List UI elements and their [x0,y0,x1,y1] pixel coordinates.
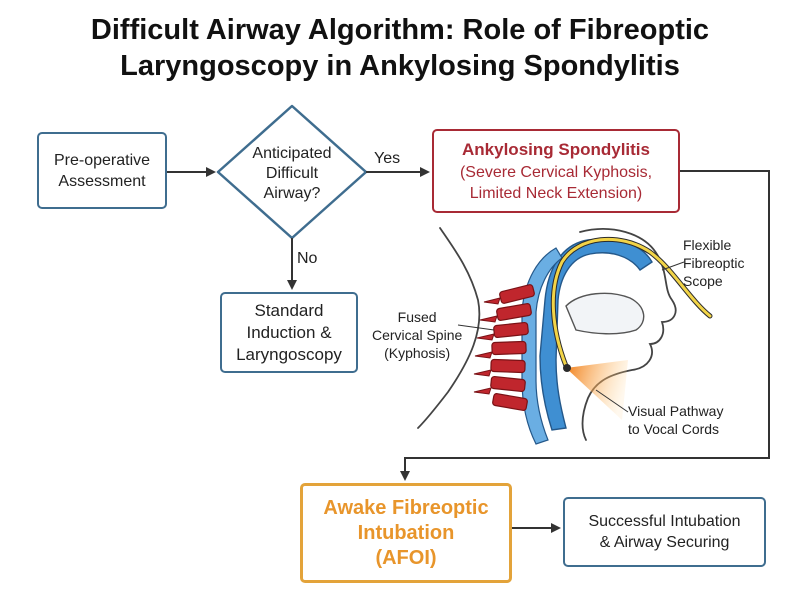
vertebra [492,393,528,411]
title-line-1: Difficult Airway Algorithm: Role of Fibr… [90,14,710,46]
scope-tip [563,364,571,372]
node-detail: (Severe Cervical Kyphosis, [459,163,653,181]
node-text: Awake Fibreoptic [323,496,489,519]
node-successful-intubation: Successful Intubation & Airway Securing [563,497,766,567]
spinous-process [474,351,493,359]
edge-label-no: No [297,250,318,267]
decision-text: Anticipated [252,145,332,162]
fibreoptic-scope-core [551,237,712,368]
node-awake-fibreoptic-intubation: Awake Fibreoptic Intubation (AFOI) [300,483,512,583]
annotation-text: Fused [397,309,437,325]
node-heading: Ankylosing Spondylitis [462,139,650,159]
spinous-process [476,333,495,341]
annotation-visual-pathway: Visual Pathway to Vocal Cords [628,402,723,438]
node-detail: Limited Neck Extension) [469,184,643,202]
airway-illustration [417,227,713,445]
node-text: Assessment [58,172,146,190]
leader-visual [595,389,629,413]
annotation-text: Flexible [683,237,732,253]
annotation-flexible-scope: Flexible Fibreoptic Scope [683,236,744,290]
vertebra [499,284,535,304]
arrow-ankylosing-to-afoi [400,170,770,481]
node-text: Pre-operative [53,151,151,169]
vertebra [490,358,526,374]
annotation-text: Scope [683,273,723,289]
node-text: (AFOI) [375,546,437,569]
spinous-process [483,297,501,305]
leader-spine [457,324,495,331]
node-text: Laryngoscopy [236,344,342,364]
annotation-text: Cervical Spine [372,327,463,343]
annotation-text: Fibreoptic [683,255,745,271]
node-text: Successful Intubation [588,513,741,530]
spinous-processes [473,297,501,395]
node-text: Intubation [357,521,455,544]
node-preoperative-assessment: Pre-operative Assessment [37,132,167,209]
title-line-2: Laryngoscopy in Ankylosing Spondylitis [120,50,680,82]
vertebra [496,303,532,321]
vertebra [493,321,529,339]
decision-text: Airway? [263,185,321,202]
diagram-title: Difficult Airway Algorithm: Role of Fibr… [0,12,800,84]
vertebra [490,375,526,393]
spinous-process [473,387,492,395]
vertebra [491,340,527,356]
node-standard-induction: Standard Induction & Laryngoscopy [220,292,358,373]
annotation-text: to Vocal Cords [628,421,720,437]
leader-scope [661,261,685,271]
visual-beam [566,360,628,420]
decision-label: Anticipated Difficult Airway? [230,139,354,209]
edge-label-yes: Yes [374,150,401,167]
node-text: Induction & [246,322,332,342]
node-text: Standard [254,300,324,320]
spinous-process [473,369,492,377]
annotation-fused-spine: Fused Cervical Spine (Kyphosis) [372,308,462,362]
node-text: & Airway Securing [599,534,730,551]
spinous-process [479,315,498,323]
annotation-text: Visual Pathway [628,403,724,419]
node-ankylosing-spondylitis: Ankylosing Spondylitis (Severe Cervical … [432,129,680,213]
decision-text: Difficult [265,165,319,182]
cervical-spine [490,284,535,411]
tongue-shape [565,292,645,335]
annotation-text: (Kyphosis) [384,345,451,361]
